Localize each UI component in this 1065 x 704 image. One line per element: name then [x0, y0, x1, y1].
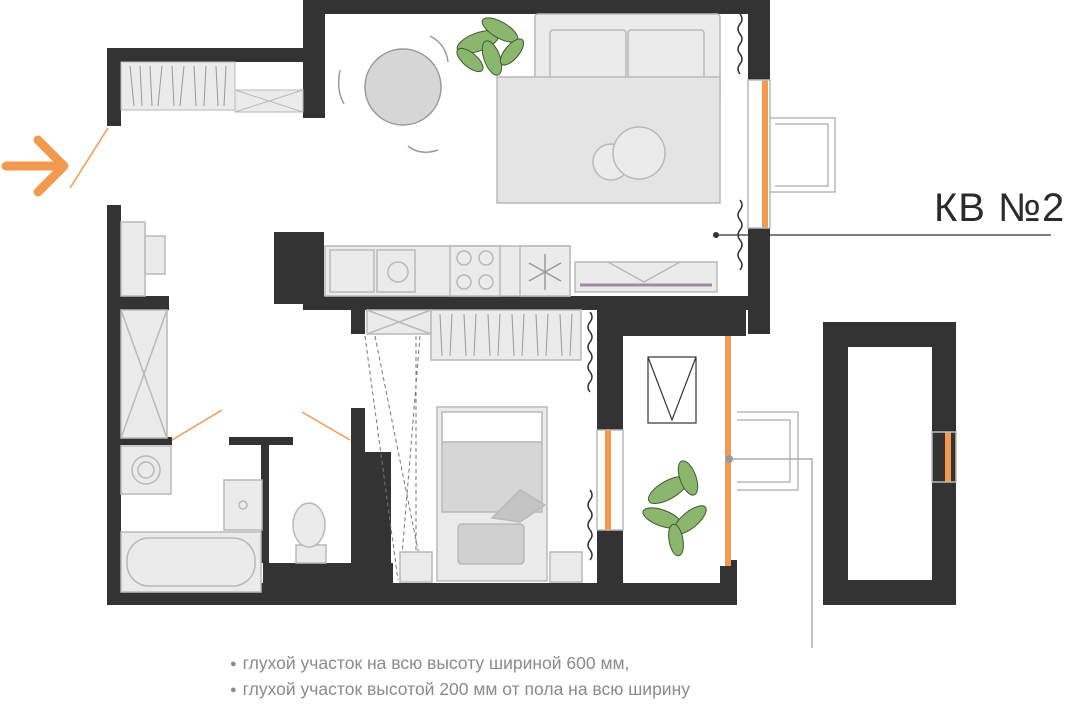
snowflake-icon	[528, 254, 562, 290]
balcony-cabinet	[647, 356, 697, 424]
entrance-wardrobe	[120, 61, 304, 113]
dining-table	[337, 35, 449, 153]
bedroom-wardrobe	[366, 309, 582, 361]
tv-stand	[574, 261, 718, 293]
window-notes: глухой участок на всю высоту шириной 600…	[230, 652, 690, 704]
nightstand	[549, 551, 583, 583]
hallway-wardrobe	[120, 221, 168, 439]
label-pointers	[713, 232, 1051, 648]
entrance-arrow-icon	[1, 135, 69, 197]
windows	[605, 80, 951, 566]
rug	[496, 76, 721, 204]
window-frames	[596, 79, 957, 531]
plant-icon	[456, 17, 525, 76]
bed	[436, 406, 548, 582]
wardrobe-hangers	[439, 313, 573, 357]
apartment-label: КВ №2	[934, 186, 1065, 230]
nightstand	[399, 551, 433, 583]
curtains	[587, 13, 743, 561]
kitchen-counter	[324, 245, 571, 297]
door-swings	[171, 409, 351, 441]
sliding-door-lines	[364, 335, 421, 581]
coffee-tables	[592, 126, 666, 181]
entrance-door-swing	[69, 127, 109, 189]
note-item: глухой участок на всю высоту шириной 600…	[230, 652, 690, 678]
note-item: глухой участок высотой 200 мм от пола на…	[230, 678, 690, 704]
neighbor-block-interior	[848, 347, 932, 580]
plant-icon	[642, 460, 707, 557]
bathroom-fixtures	[120, 445, 327, 593]
